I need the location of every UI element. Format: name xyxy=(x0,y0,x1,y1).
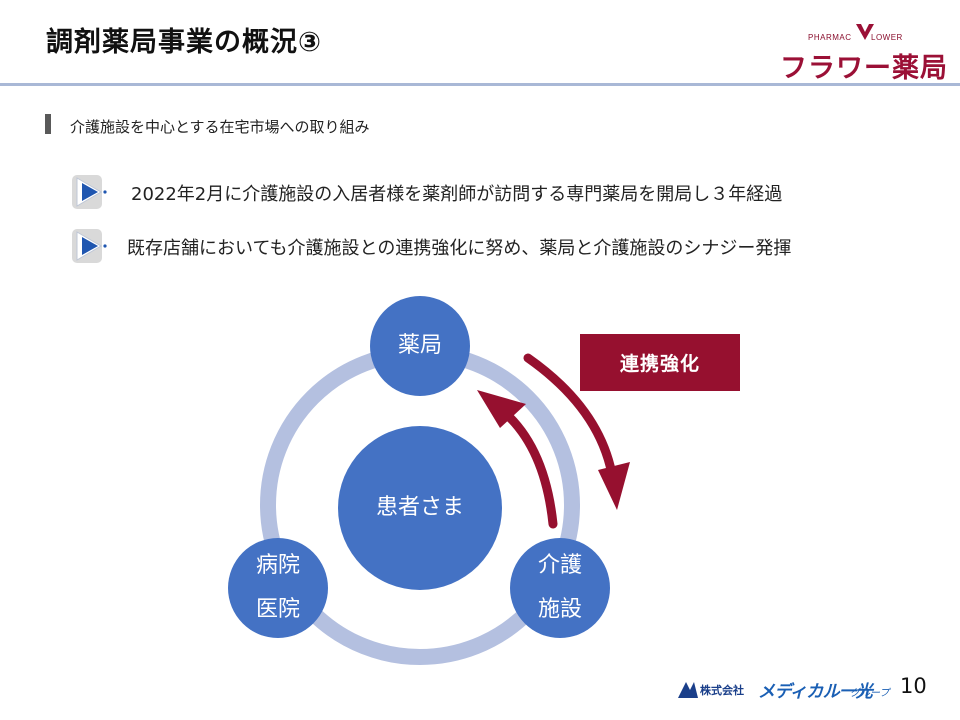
hospital-node xyxy=(228,538,328,638)
outer-arrowhead xyxy=(598,462,630,510)
collaboration-callout: 連携強化 xyxy=(580,334,740,391)
center-node-label: 患者さま xyxy=(375,495,464,520)
pharmacy-node-label: 薬局 xyxy=(397,333,442,358)
play-bullet-icon xyxy=(72,229,107,263)
hospital-node-label-1: 病院 xyxy=(255,553,300,578)
flower-pharmacy-logo: PHARMAC LOWER フラワー薬局 xyxy=(778,20,947,84)
bullet-text: 2022年2月に介護施設の入居者様を薬剤師が訪問する専門薬局を開局し３年経過 xyxy=(131,184,783,205)
bullet-text: 既存店舗においても介護施設との連携強化に努め、薬局と介護施設のシナジー発揮 xyxy=(127,238,792,259)
page-title: 調剤薬局事業の概況③ xyxy=(46,27,322,58)
hospital-node-label-2: 医院 xyxy=(255,597,300,622)
care-facility-node xyxy=(510,538,610,638)
inner-arrow xyxy=(499,407,558,529)
care-node-label-2: 施設 xyxy=(537,597,582,622)
bullet-item: 既存店舗においても介護施設との連携強化に努め、薬局と介護施設のシナジー発揮 xyxy=(70,226,930,266)
header-divider xyxy=(0,83,960,86)
footer-logo: 株式会社 メディカル一光 グループ xyxy=(676,679,890,703)
bullet-item: 2022年2月に介護施設の入居者様を薬剤師が訪問する専門薬局を開局し３年経過 xyxy=(70,172,930,212)
page-number: 10 xyxy=(900,674,927,698)
flower-logo-icon xyxy=(856,24,874,40)
logo-small-left: PHARMAC xyxy=(808,33,852,42)
logo-small-right: LOWER xyxy=(871,33,903,42)
care-node-label-1: 介護 xyxy=(537,553,582,578)
inner-arrowhead xyxy=(477,390,526,428)
section-marker xyxy=(45,114,51,134)
medical-ikko-mark-icon xyxy=(678,682,698,698)
center-node xyxy=(338,426,502,590)
section-heading: 介護施設を中心とする在宅市場への取り組み xyxy=(70,118,370,136)
footer-brand: メディカル一光 xyxy=(758,682,873,702)
footer-company: 株式会社 xyxy=(700,684,744,697)
logo-wordmark: フラワー薬局 xyxy=(780,53,948,84)
play-bullet-icon xyxy=(72,175,107,209)
pharmacy-node xyxy=(370,296,470,396)
outer-arrow xyxy=(523,353,618,485)
footer-group: グループ xyxy=(850,688,890,699)
